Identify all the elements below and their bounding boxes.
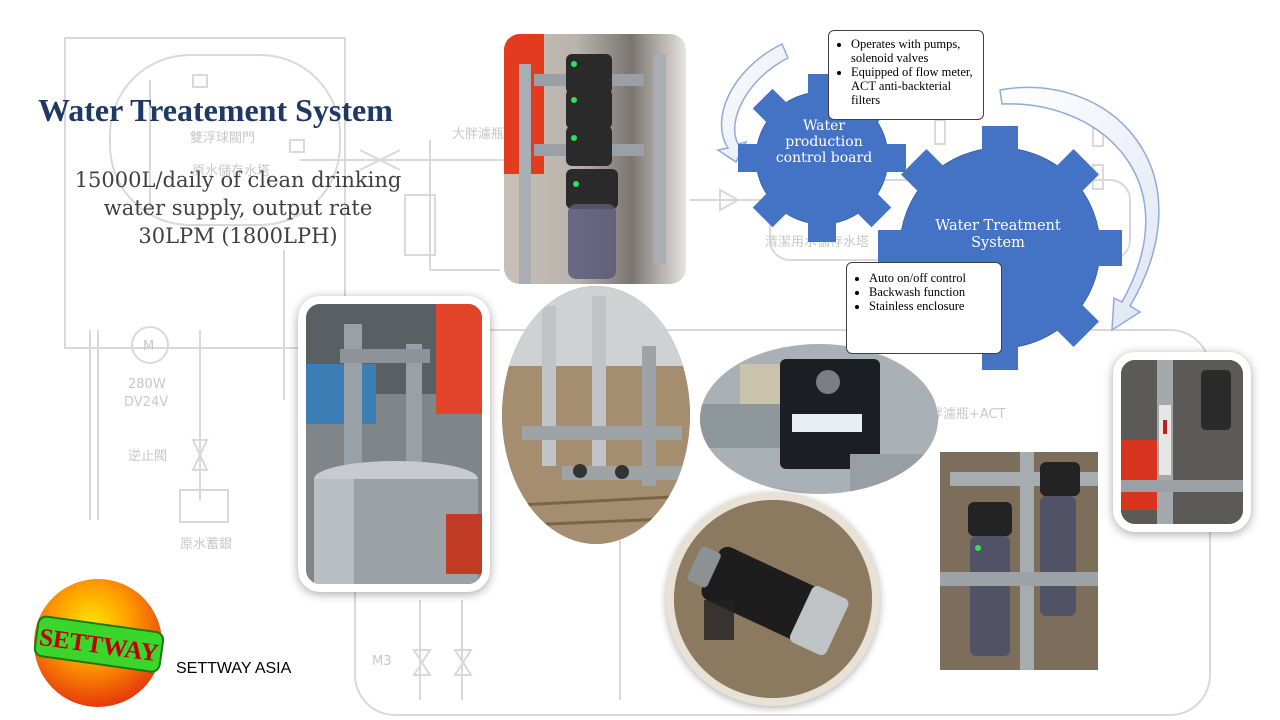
solenoid-valve-art	[700, 344, 938, 494]
motor-power-label: 280W	[128, 377, 166, 392]
callout-bottom-item: Backwash function	[869, 285, 993, 299]
piping-art	[502, 286, 690, 544]
float-valve-label: 雙浮球閥門	[190, 131, 255, 146]
logo-badge	[33, 615, 165, 673]
gear-diagram	[716, 42, 1160, 370]
big-filter-label: 大胖濾瓶	[452, 127, 504, 142]
callout-bottom-item: Auto on/off control	[869, 271, 993, 285]
m3-label: M3	[372, 654, 392, 669]
gear-large	[878, 126, 1122, 370]
flow-meter-art	[1121, 360, 1243, 524]
subtitle-line-1: 15000L/daily of clean drinking	[74, 168, 402, 192]
callout-bottom-list: Auto on/off control Backwash function St…	[857, 271, 993, 313]
filter-housings-photo	[504, 34, 686, 284]
callout-top-list: Operates with pumps, solenoid valves Equ…	[839, 37, 975, 107]
right-curved-arrow	[999, 86, 1160, 332]
settway-logo: SETTWAY	[33, 579, 165, 707]
gear-large-label: Water Treatment System	[935, 218, 1061, 251]
filter-housings-art	[504, 34, 666, 284]
callout-top-item: Equipped of flow meter, ACT anti-backter…	[851, 65, 975, 107]
check-valve-label: 逆止閥	[128, 448, 167, 464]
clean-tank-label: 清潔用水儲存水塔	[765, 235, 869, 250]
callout-bottom-item: Stainless enclosure	[869, 299, 993, 313]
slide-subtitle: 15000L/daily of clean drinking water sup…	[40, 166, 436, 250]
filter-assembly-art	[940, 452, 1098, 670]
stainless-enclosure-photo	[298, 296, 490, 592]
company-name: SETTWAY ASIA	[176, 660, 292, 677]
left-curved-arrow	[716, 42, 789, 164]
slide-title: Water Treatement System	[38, 92, 393, 128]
pump-motor-photo	[666, 492, 880, 706]
gear-small-label: Water production control board	[775, 118, 873, 166]
subtitle-line-3: 30LPM (1800LPH)	[138, 224, 338, 248]
callout-bottom: Auto on/off control Backwash function St…	[846, 262, 1002, 354]
filter-act-label: 胖濾瓶+ACT	[930, 407, 1006, 422]
subtitle-line-2: water supply, output rate	[103, 196, 373, 220]
flow-meter-photo	[1113, 352, 1251, 532]
callout-top: Operates with pumps, solenoid valves Equ…	[828, 30, 984, 120]
raw-pool-label: 原水蓄銀	[180, 537, 232, 552]
callout-top-item: Operates with pumps, solenoid valves	[851, 37, 975, 65]
pump-motor-art	[674, 500, 872, 698]
solenoid-valve-photo	[700, 344, 938, 494]
piping-oval-photo	[502, 286, 690, 544]
filter-assembly-photo	[940, 452, 1098, 670]
gear-small	[738, 74, 906, 242]
stainless-enclosure-art	[306, 304, 482, 584]
motor-voltage-label: DV24V	[124, 395, 168, 410]
motor-symbol-label: M	[143, 339, 154, 354]
raw-tank-label: 原水儲存水塔	[192, 164, 270, 179]
